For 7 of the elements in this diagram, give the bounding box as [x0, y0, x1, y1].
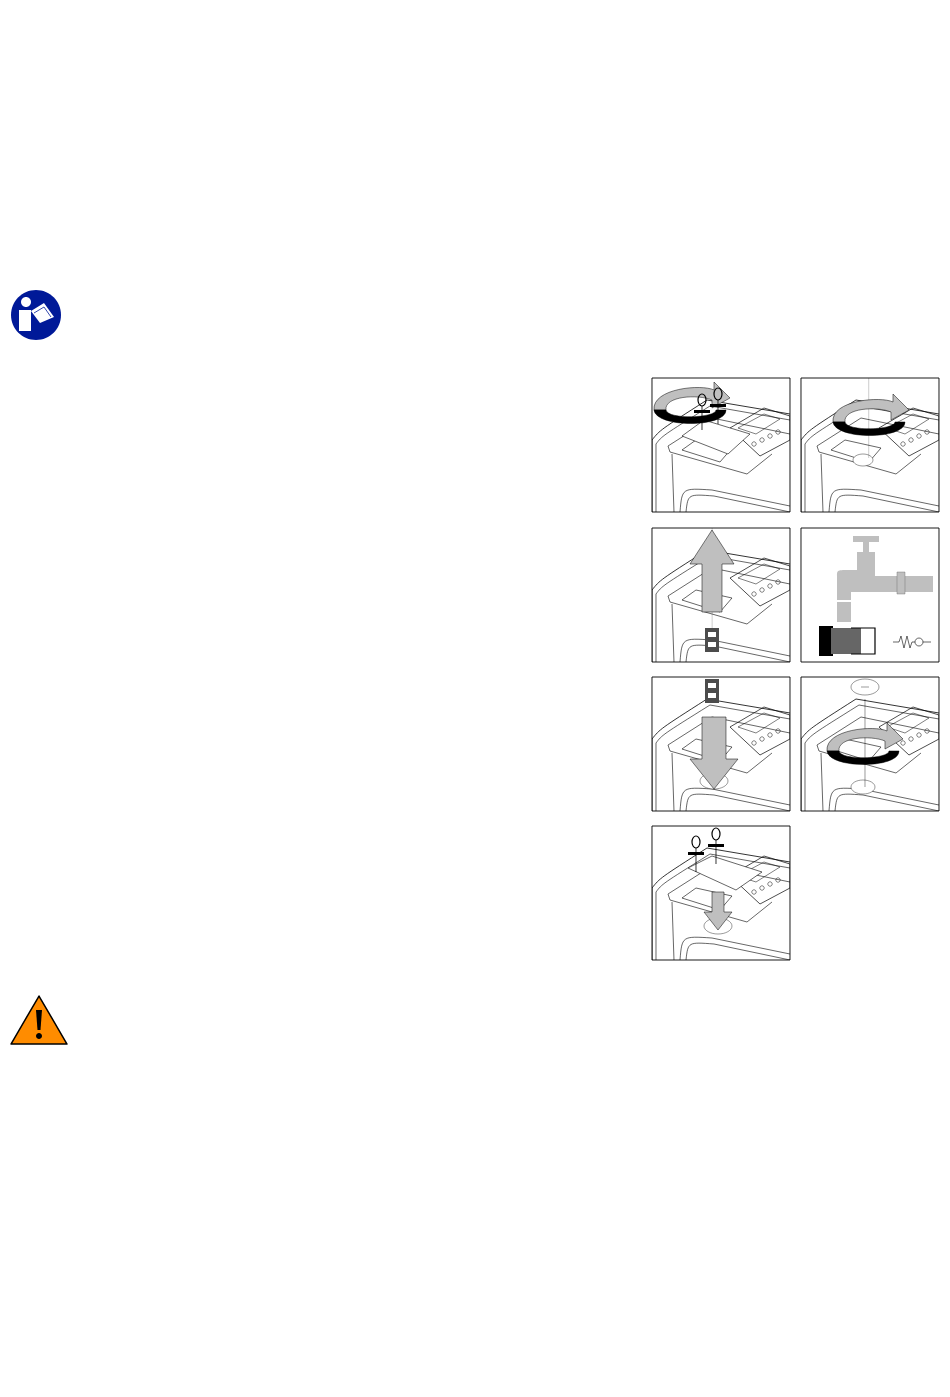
step-drawing: [651, 377, 791, 513]
step-drawing: [651, 825, 791, 961]
step-drawing: [651, 527, 791, 663]
step-drawing: [800, 527, 940, 663]
step-drawing: [800, 377, 940, 513]
step-drawing: [800, 676, 940, 812]
step-drawing: [651, 676, 791, 812]
